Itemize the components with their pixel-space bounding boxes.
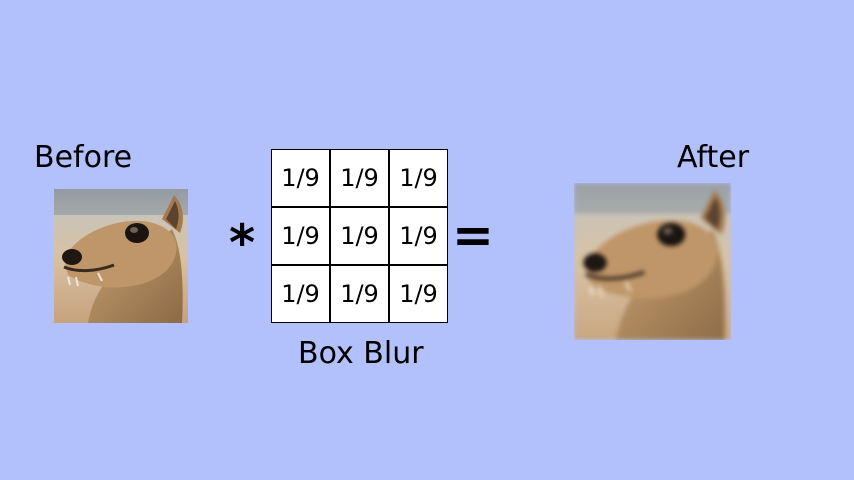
kernel-cell: 1/9 <box>390 266 447 322</box>
box-blur-kernel: 1/9 1/9 1/9 1/9 1/9 1/9 1/9 1/9 1/9 <box>271 149 448 323</box>
convolution-operator: * <box>229 214 256 272</box>
equals-operator: = <box>452 206 494 264</box>
kernel-cell: 1/9 <box>272 208 329 264</box>
kernel-cell: 1/9 <box>272 266 329 322</box>
kernel-cell: 1/9 <box>331 208 388 264</box>
kernel-cell: 1/9 <box>331 266 388 322</box>
kernel-caption: Box Blur <box>298 336 424 371</box>
kernel-cell: 1/9 <box>272 150 329 206</box>
kernel-cell: 1/9 <box>390 150 447 206</box>
before-image <box>54 189 188 323</box>
kernel-cell: 1/9 <box>331 150 388 206</box>
after-label: After <box>677 140 750 175</box>
kernel-cell: 1/9 <box>390 208 447 264</box>
after-image <box>574 183 731 340</box>
before-label: Before <box>34 140 133 175</box>
